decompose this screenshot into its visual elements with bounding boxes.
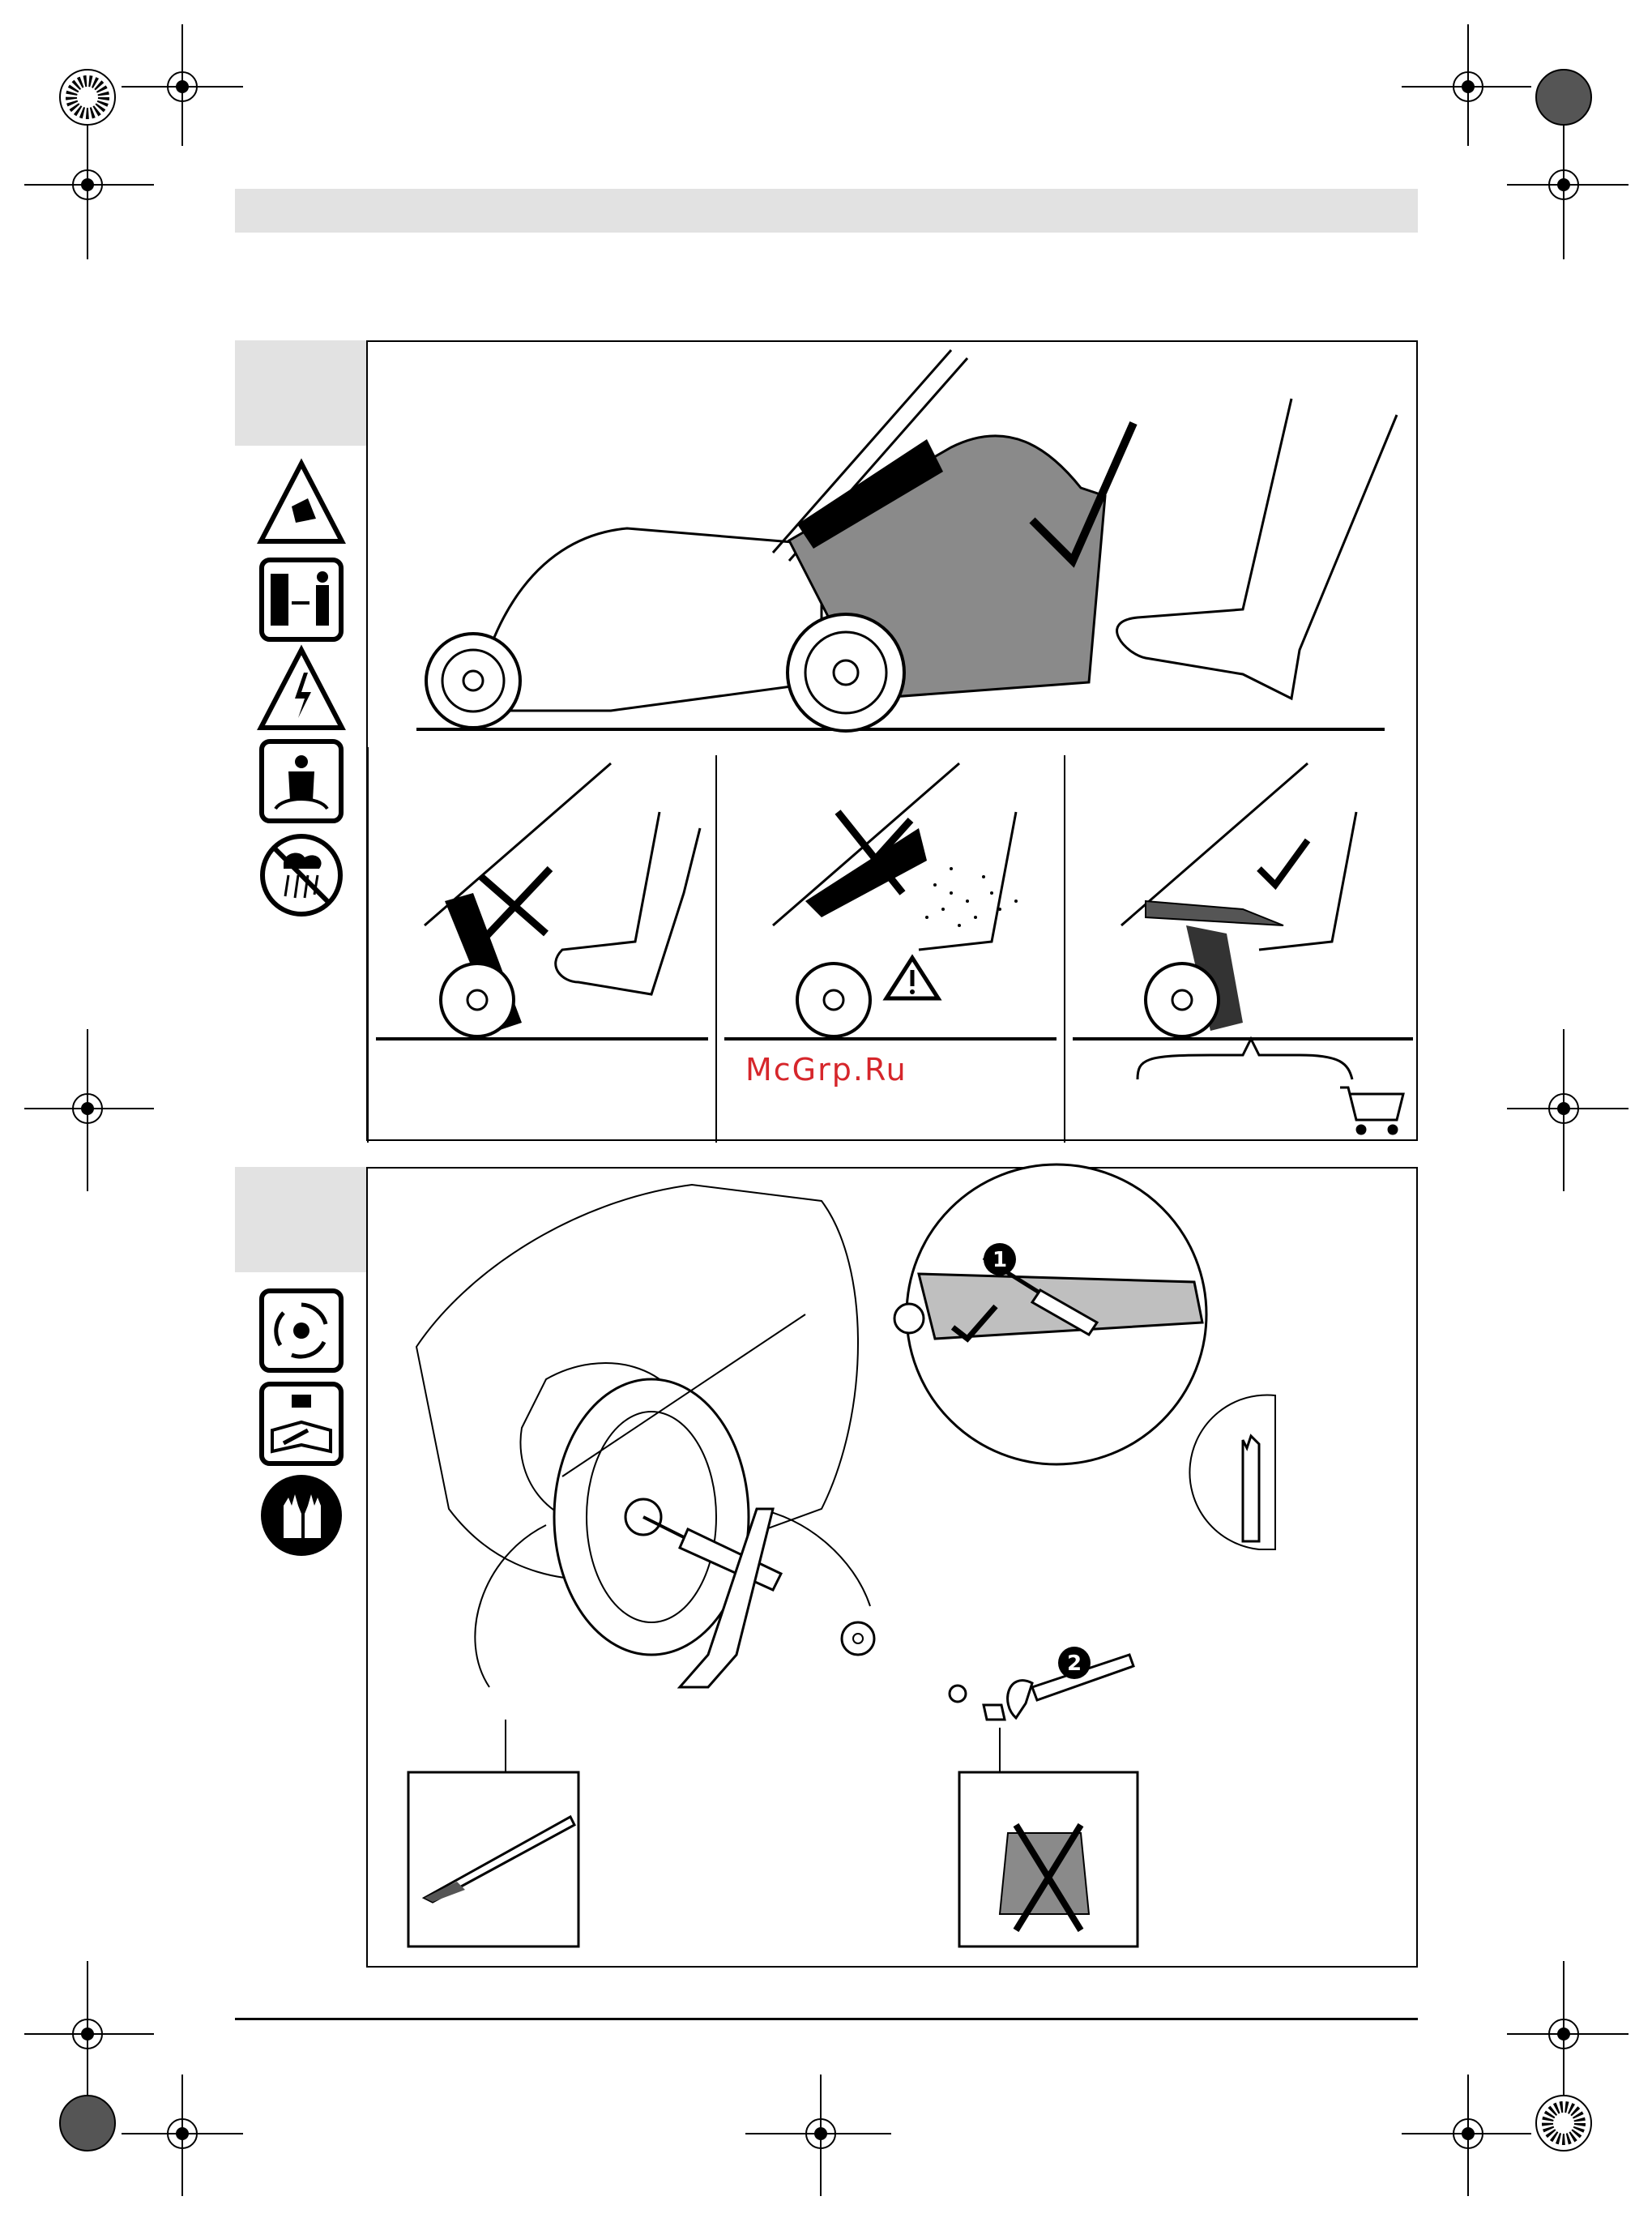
watermark: McGrp.Ru xyxy=(745,1052,907,1087)
figure-number-box-bottom xyxy=(235,1167,366,1272)
read-manual-icon xyxy=(259,739,344,823)
disconnect-plug-icon xyxy=(259,1382,344,1466)
shopping-cart-icon xyxy=(1340,1087,1403,1134)
mower-grass-bag-illustration xyxy=(368,342,1419,1143)
footer-rule xyxy=(235,2018,1418,2020)
figure-number-box-top xyxy=(235,340,366,446)
illustration-panel-top xyxy=(366,340,1418,1141)
callout-1: 1 xyxy=(992,1248,1007,1272)
keep-distance-icon xyxy=(259,558,344,642)
header-bar xyxy=(235,189,1418,233)
blade-replacement-illustration: 1 2 xyxy=(368,1169,1419,1969)
no-rain-icon xyxy=(259,833,344,917)
illustration-panel-bottom: 1 2 xyxy=(366,1167,1418,1968)
callout-2: 2 xyxy=(1067,1652,1082,1676)
wear-gloves-icon xyxy=(259,1473,344,1558)
electric-shock-warning-icon xyxy=(259,648,344,733)
warning-thrown-objects-icon xyxy=(259,462,344,546)
rotating-blade-icon xyxy=(259,1288,344,1373)
